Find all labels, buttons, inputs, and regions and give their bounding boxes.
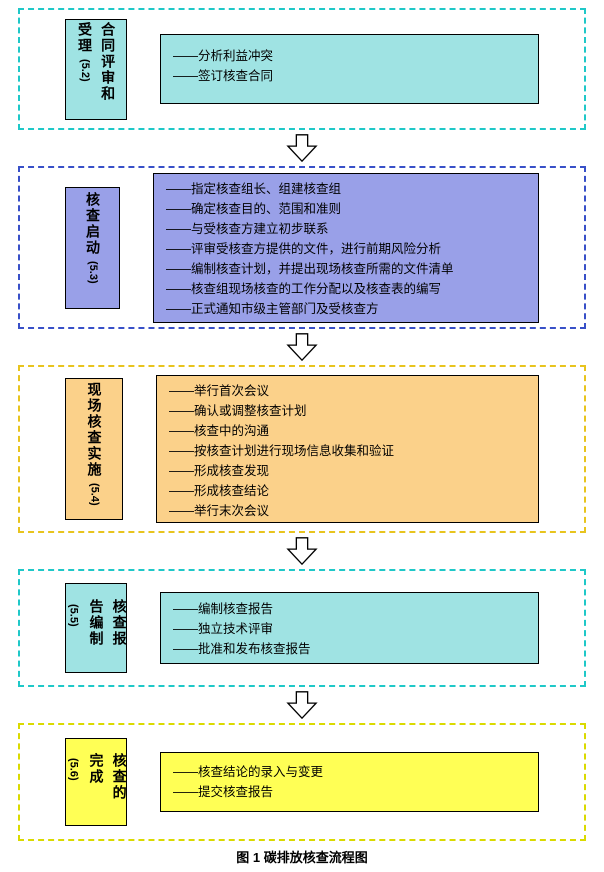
stage-label-box: 核查启动 (5.3)	[65, 186, 120, 309]
flow-connector	[18, 687, 586, 723]
stage-label: 现场核查实施 (5.4)	[82, 382, 105, 516]
step-item: ——编制核查报告	[173, 602, 274, 616]
step-item: ——分析利益冲突	[173, 49, 274, 63]
stage-steps-box: ——编制核查报告 ——独立技术评审 ——批准和发布核查报告	[160, 592, 539, 664]
step-item: ——核查组现场核查的工作分配以及核查表的编写	[166, 281, 442, 296]
step-item: ——举行末次会议	[169, 504, 270, 518]
step-item: ——确定核查目的、范围和准则	[166, 201, 342, 216]
stage-verification-initiation: 核查启动 (5.3) ——指定核查组长、组建核查组 ——确定核查目的、范围和准则 …	[18, 166, 586, 329]
stage-label-title: 合同评审和受理	[77, 22, 117, 102]
stage-section-number: (5.4)	[88, 483, 101, 506]
down-arrow-icon	[286, 691, 318, 720]
step-item: ——按核查计划进行现场信息收集和验证	[169, 444, 395, 458]
flow-connector	[18, 130, 586, 166]
stage-label-title: 现场核查实施	[86, 382, 103, 478]
step-item: ——编制核查计划，并提出现场核查所需的文件清单	[166, 261, 454, 276]
stage-label-title: 核查的完成	[88, 753, 128, 801]
stage-label: 核查启动 (5.3)	[81, 192, 104, 304]
step-item: ——形成核查结论	[169, 484, 270, 498]
stage-steps-box: ——分析利益冲突 ——签订核查合同	[160, 34, 539, 104]
step-item: ——提交核查报告	[173, 785, 274, 799]
stage-section-number: (5.5)	[67, 604, 80, 627]
stage-label-title: 核查报告编制	[88, 599, 128, 647]
stage-section-number: (5.3)	[87, 260, 100, 284]
stage-section-number: (5.6)	[67, 758, 80, 781]
stage-steps-box: ——指定核查组长、组建核查组 ——确定核查目的、范围和准则 ——与受核查方建立初…	[153, 172, 539, 323]
stage-label-box: 现场核查实施 (5.4)	[65, 378, 123, 520]
stage-label-box: 核查的完成 (5.6)	[65, 738, 128, 826]
step-item: ——批准和发布核查报告	[173, 642, 311, 656]
down-arrow-icon	[286, 537, 318, 566]
stage-section-number: (5.2)	[79, 59, 91, 82]
step-item: ——独立技术评审	[173, 622, 274, 636]
step-item: ——评审受核查方提供的文件，进行前期风险分析	[166, 241, 442, 256]
step-item: ——核查结论的录入与变更	[173, 765, 324, 779]
flow-connector	[18, 533, 586, 569]
step-item: ——正式通知市级主管部门及受核查方	[166, 301, 379, 316]
stage-label: 合同评审和受理(5.2)	[73, 22, 119, 116]
step-item: ——举行首次会议	[169, 384, 270, 398]
step-item: ——签订核查合同	[173, 69, 274, 83]
step-item: ——指定核查组长、组建核查组	[166, 181, 342, 196]
down-arrow-icon	[286, 134, 318, 163]
stage-label: 核查报告编制 (5.5)	[61, 599, 130, 657]
step-item: ——确认或调整核查计划	[169, 404, 307, 418]
flow-connector	[18, 329, 586, 365]
stage-verification-completion: 核查的完成 (5.6) ——核查结论的录入与变更 ——提交核查报告	[18, 723, 586, 841]
stage-steps-box: ——举行首次会议 ——确认或调整核查计划 ——核查中的沟通 ——按核查计划进行现…	[156, 375, 539, 523]
stage-label-box: 核查报告编制 (5.5)	[65, 583, 128, 673]
stage-label-box: 合同评审和受理(5.2)	[65, 18, 127, 120]
stage-onsite-verification-implementation: 现场核查实施 (5.4) ——举行首次会议 ——确认或调整核查计划 ——核查中的沟…	[18, 365, 586, 533]
step-item: ——形成核查发现	[169, 464, 270, 478]
stage-label-title: 核查启动	[85, 191, 102, 256]
down-arrow-icon	[286, 333, 318, 362]
stage-verification-report-preparation: 核查报告编制 (5.5) ——编制核查报告 ——独立技术评审 ——批准和发布核查报…	[18, 569, 586, 687]
stage-label: 核查的完成 (5.6)	[61, 753, 130, 811]
step-item: ——与受核查方建立初步联系	[166, 221, 329, 236]
figure-caption: 图 1 碳排放核查流程图	[236, 850, 368, 865]
step-item: ——核查中的沟通	[169, 424, 270, 438]
stage-steps-box: ——核查结论的录入与变更 ——提交核查报告	[160, 752, 539, 812]
stage-contract-review-acceptance: 合同评审和受理(5.2) ——分析利益冲突 ——签订核查合同	[18, 8, 586, 130]
